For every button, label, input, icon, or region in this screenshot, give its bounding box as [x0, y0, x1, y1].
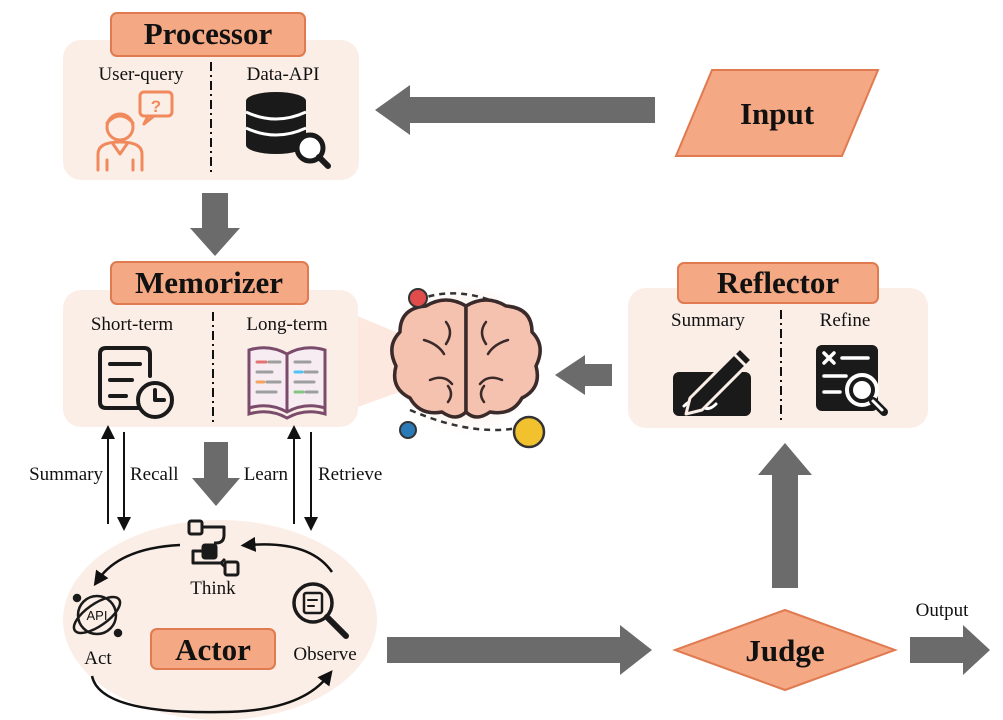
- database-search-icon: [245, 92, 331, 169]
- observe-to-think-arc: [240, 536, 334, 573]
- observe-magnifier-icon: [292, 582, 349, 639]
- judge-to-output-arrow: [910, 625, 990, 675]
- input-shape: [674, 69, 880, 157]
- brain-icon: [390, 285, 546, 449]
- reflector-block: Reflector Summary Refine: [628, 262, 928, 428]
- judge-label: Judge: [745, 633, 824, 668]
- reflector-to-brain-arrow: [555, 355, 612, 395]
- processor-data-api-label: Data-API: [247, 64, 320, 85]
- open-book-icon: [247, 346, 327, 420]
- question-mark-glyph: ?: [151, 97, 161, 116]
- memorizer-brain-connector: [355, 315, 405, 408]
- judge-shape: [672, 608, 898, 692]
- processor-to-memorizer-arrow: [190, 193, 240, 256]
- pen-sign-icon: [673, 346, 754, 416]
- input-label: Input: [740, 96, 815, 131]
- actor-title: Actor: [175, 632, 251, 667]
- memorizer-title-tag: [110, 261, 309, 305]
- memorizer-short-term-label: Short-term: [91, 314, 174, 335]
- memorizer-long-term-label: Long-term: [246, 314, 327, 335]
- summary-link-label: Summary: [29, 464, 103, 485]
- actor-ellipse: [63, 520, 377, 720]
- act-label: Act: [84, 648, 112, 669]
- memorizer-title: Memorizer: [135, 265, 283, 300]
- judge-node: Judge: [672, 608, 898, 692]
- processor-block: Processor User-query Data-API ?: [63, 12, 359, 180]
- recall-link-label: Recall: [130, 464, 179, 485]
- actor-to-judge-arrow: [387, 625, 652, 675]
- processor-title-tag: [110, 12, 306, 57]
- actor-title-tag: [150, 628, 276, 670]
- document-clock-icon: [98, 346, 174, 419]
- observe-label: Observe: [293, 644, 356, 665]
- processor-title: Processor: [144, 16, 273, 51]
- think-to-act-arc: [93, 543, 181, 587]
- act-to-observe-arc: [90, 670, 333, 714]
- memorizer-block: Memorizer Short-term Long-term: [63, 261, 405, 427]
- input-to-processor-arrow: [375, 85, 655, 135]
- retrieve-link-label: Retrieve: [318, 464, 382, 485]
- processor-user-query-label: User-query: [98, 64, 184, 85]
- think-label: Think: [190, 578, 236, 599]
- flowchart-icon: [187, 519, 240, 577]
- judge-to-reflector-arrow: [758, 443, 812, 588]
- output-label: Output: [916, 600, 970, 621]
- learn-link-label: Learn: [244, 464, 289, 485]
- reflector-title: Reflector: [717, 265, 839, 300]
- memory-links: [101, 425, 318, 531]
- memorizer-to-actor-arrow: [192, 442, 240, 506]
- api-orbit-icon: [72, 593, 123, 638]
- reflector-title-tag: [677, 262, 879, 304]
- input-node: Input: [674, 69, 880, 157]
- api-badge-label: API: [87, 608, 108, 623]
- list-search-icon: [816, 345, 888, 416]
- reflector-refine-label: Refine: [820, 310, 871, 331]
- reflector-summary-label: Summary: [671, 310, 745, 331]
- user-query-icon: [96, 90, 174, 172]
- actor-block: Think API Act Actor Observe: [63, 519, 377, 720]
